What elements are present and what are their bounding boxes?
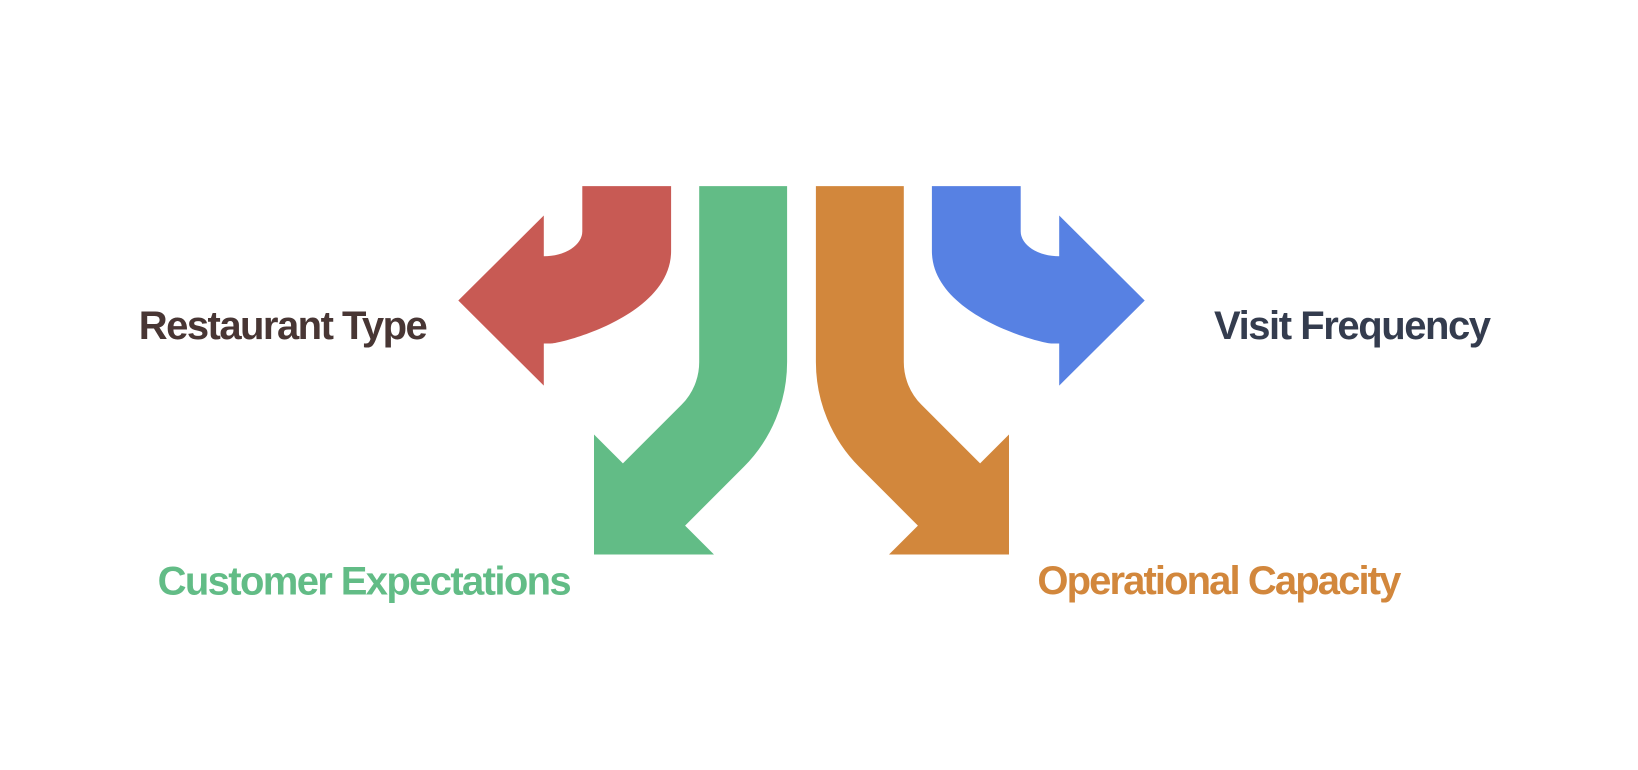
svg-text:Operational Capacity: Operational Capacity [1037,559,1402,603]
svg-text:Visit Frequency: Visit Frequency [1214,304,1492,348]
svg-text:Restaurant Type: Restaurant Type [139,304,428,348]
svg-text:Customer Expectations: Customer Expectations [158,560,572,604]
